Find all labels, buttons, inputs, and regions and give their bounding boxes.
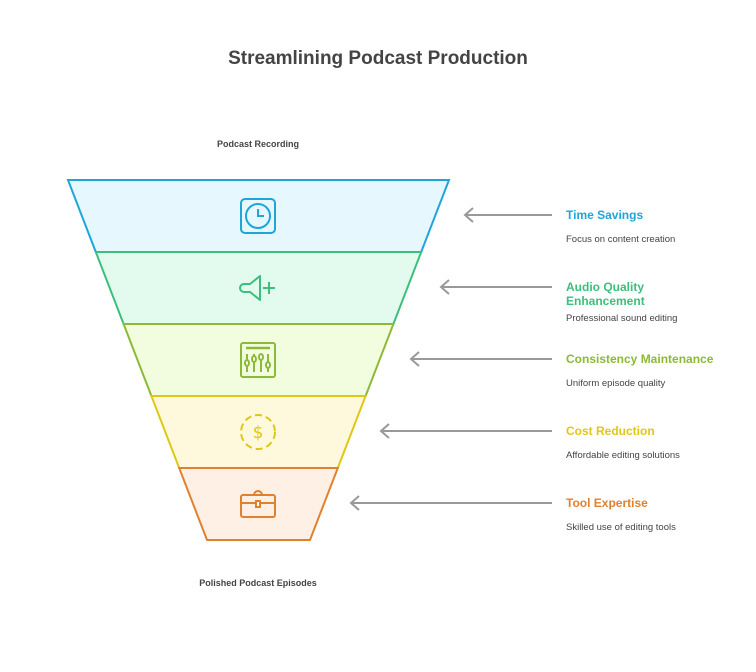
toolbox-icon bbox=[240, 490, 276, 518]
arrow-icon bbox=[349, 495, 552, 511]
funnel-band bbox=[94, 251, 423, 325]
stage-title: Consistency Maintenance bbox=[566, 352, 714, 366]
stage-description: Affordable editing solutions bbox=[566, 450, 680, 461]
dollar-icon: $ bbox=[240, 414, 276, 450]
arrow-icon bbox=[379, 423, 552, 439]
funnel-band bbox=[122, 323, 395, 397]
arrow-icon bbox=[439, 279, 552, 295]
funnel-stage-1 bbox=[66, 179, 552, 253]
arrow-icon bbox=[463, 207, 552, 223]
speaker-plus-icon bbox=[239, 275, 275, 301]
arrow-icon bbox=[409, 351, 552, 367]
funnel-stage-2 bbox=[94, 251, 552, 325]
stage-title: Tool Expertise bbox=[566, 496, 648, 510]
stage-title: Cost Reduction bbox=[566, 424, 655, 438]
diagram-title: Streamlining Podcast Production bbox=[228, 48, 528, 69]
stage-title: Time Savings bbox=[566, 208, 644, 222]
funnel-stage-4: $ bbox=[149, 395, 552, 469]
funnel-stage-3 bbox=[122, 323, 552, 397]
stage-title: Audio Quality Enhancement bbox=[566, 280, 645, 308]
top-label: Podcast Recording bbox=[216, 139, 299, 149]
equalizer-icon bbox=[240, 342, 276, 378]
clock-icon bbox=[240, 198, 276, 234]
stage-description: Skilled use of editing tools bbox=[566, 522, 676, 533]
bottom-label: Polished Podcast Episodes bbox=[199, 578, 317, 588]
stage-description: Uniform episode quality bbox=[566, 378, 666, 389]
svg-text:$: $ bbox=[253, 423, 264, 443]
funnel-stage-5 bbox=[177, 467, 552, 541]
stage-description: Focus on content creation bbox=[566, 234, 676, 245]
stage-description: Professional sound editing bbox=[566, 313, 678, 324]
